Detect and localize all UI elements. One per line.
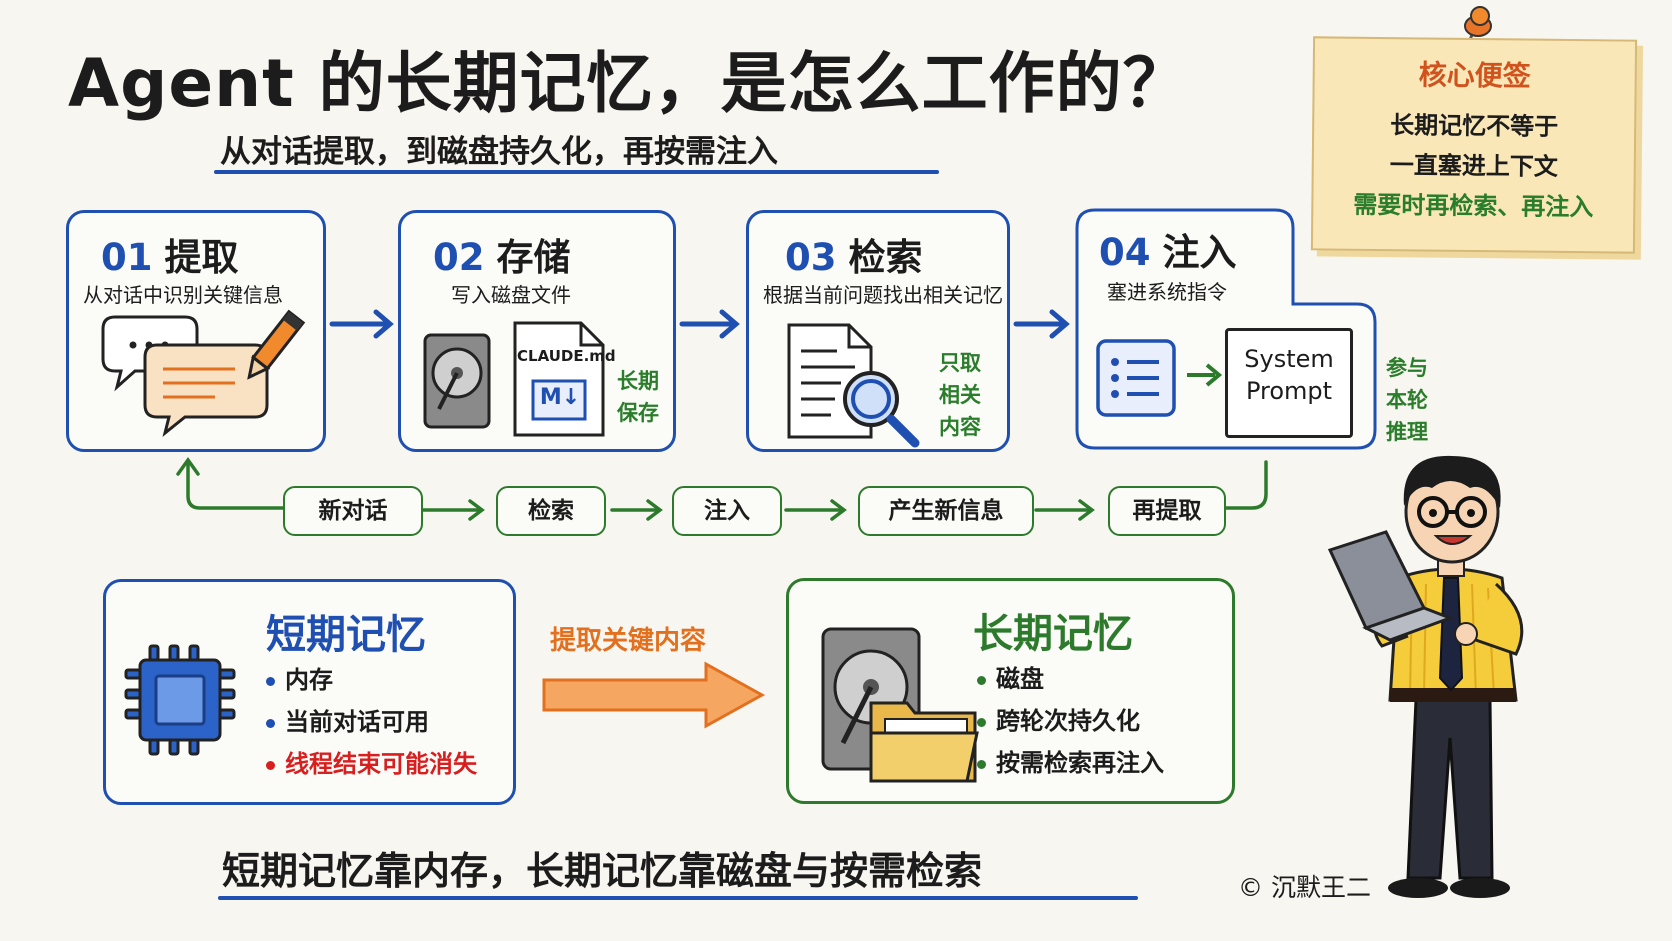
step-inject: 04 注入 塞进系统指令 System Prompt [1075,208,1377,452]
side-line: 长期 [617,369,659,393]
page-title: Agent 的长期记忆，是怎么工作的？ [68,45,1190,122]
side-line: 推理 [1386,420,1428,444]
markdown-file-icon: CLAUDE.md M↓ [511,319,616,439]
bullet-text: 跨轮次持久化 [996,707,1140,735]
file-name: CLAUDE.md [517,347,616,365]
step-retrieve: 03 检索 根据当前问题找出相关记忆 只取 相关 内容 [746,210,1010,452]
step-store: 02 存储 写入磁盘文件 CLAUDE.md M↓ 长期 保存 [398,210,676,452]
hard-drive-icon [423,333,491,429]
note-title: 核心便签 [1418,58,1531,93]
bottom-summary: 短期记忆靠内存，长期记忆靠磁盘与按需检索 [222,849,983,893]
short-memory-item-warning: 线程结束可能消失 [266,744,477,779]
long-memory-item: 磁盘 [977,659,1044,694]
long-memory-title: 长期记忆 [973,611,1133,657]
page-subtitle: 从对话提取，到磁盘持久化，再按需注入 [220,134,778,170]
step-desc: 塞进系统指令 [1107,280,1227,304]
arrow-icon [1187,363,1223,387]
system-prompt-icon: System Prompt [1225,328,1353,438]
step-number: 04 [1099,231,1151,274]
step-desc: 从对话中识别关键信息 [83,283,283,307]
bullet-text: 按需检索再注入 [996,749,1164,777]
bullet-text: 磁盘 [996,665,1044,693]
loop-new-info: 产生新信息 [858,486,1034,536]
side-line: 内容 [939,415,981,439]
prompt-line-1: System [1244,345,1334,373]
loop-inject: 注入 [672,486,782,536]
long-memory-item: 跨轮次持久化 [977,701,1140,736]
step-heading: 04 注入 [1099,222,1237,276]
step-number: 03 [785,236,837,279]
list-icon [1096,339,1176,417]
pushpin-icon [1464,6,1492,55]
store-side-note: 长期 保存 [617,365,659,429]
note-line-1: 长期记忆不等于 [1390,111,1559,141]
inference-note: 参与 本轮 推理 [1386,352,1428,448]
loop-retrieve: 检索 [496,486,606,536]
step-heading: 03 检索 [785,227,923,281]
short-memory-title: 短期记忆 [266,612,426,658]
copyright: © 沉默王二 [1238,873,1371,902]
md-label: M↓ [539,385,581,410]
step-extract: 01 提取 从对话中识别关键信息 [66,210,326,452]
chat-bubbles-icon [101,315,269,437]
step-desc: 根据当前问题找出相关记忆 [763,283,1003,307]
step-name: 注入 [1162,231,1237,274]
chip-icon [124,644,236,756]
step-name: 提取 [164,236,239,279]
step-desc: 写入磁盘文件 [451,283,571,307]
short-term-memory-card: 短期记忆 内存 当前对话可用 线程结束可能消失 [103,579,516,805]
short-memory-item: 内存 [266,660,333,695]
bullet-text: 当前对话可用 [285,708,429,736]
bottom-underline [218,896,1138,900]
magnifier-icon [843,371,920,448]
step-name: 存储 [496,236,571,279]
presenter-illustration [1327,455,1524,898]
transfer-label: 提取关键内容 [550,626,707,656]
side-line: 只取 [939,351,981,375]
step-heading: 01 提取 [101,227,239,281]
prompt-line-2: Prompt [1245,377,1333,405]
side-line: 本轮 [1386,388,1428,412]
bullet-text: 线程结束可能消失 [285,750,477,778]
pencil-icon [247,309,306,380]
long-term-memory-card: 长期记忆 磁盘 跨轮次持久化 按需检索再注入 [786,578,1235,804]
step-heading: 02 存储 [433,227,571,281]
side-line: 保存 [617,401,659,425]
loop-new-chat: 新对话 [283,486,423,536]
bullet-text: 内存 [285,666,333,694]
short-memory-item: 当前对话可用 [266,702,429,737]
note-line-2: 一直塞进上下文 [1389,151,1558,181]
retrieve-side-note: 只取 相关 内容 [939,347,981,443]
long-memory-item: 按需检索再注入 [977,743,1164,778]
side-line: 相关 [939,383,981,407]
side-line: 参与 [1386,356,1428,380]
step-number: 02 [433,236,485,279]
step-name: 检索 [848,236,923,279]
subtitle-underline [214,170,939,174]
loop-re-extract: 再提取 [1108,486,1226,536]
transfer-arrow [542,661,766,729]
step-number: 01 [101,236,153,279]
folder-icon [869,701,979,783]
